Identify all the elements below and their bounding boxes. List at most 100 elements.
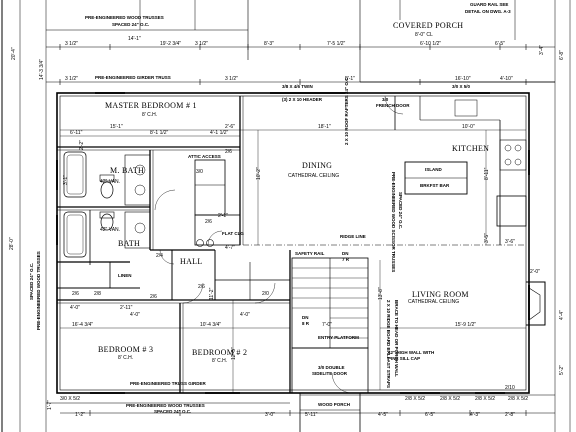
room-bedroom-3: BEDROOM # 3 — [98, 345, 154, 354]
french-door-note: FRENCH DOOR — [376, 103, 410, 108]
dim-2-2: 2'-2" — [79, 140, 85, 150]
dim-2-6: 2'-6" — [225, 124, 235, 130]
dim-6-8: 6'-8" — [559, 50, 565, 60]
dim-4-0: 4'-0" — [70, 305, 80, 311]
dim-5-1: 5'-1" — [345, 76, 355, 82]
dim-2-8-e: 2/8 X 5/2 — [475, 396, 496, 402]
double-door-note-2: SIDELITE DOOR — [312, 371, 348, 376]
dim-2-6-c: 2/6 — [150, 294, 157, 300]
dim-12-5: 12'-5" — [231, 347, 237, 360]
dim-6-11: 6'-11" — [70, 130, 83, 136]
dim-3-1-2-c: 3 1/2" — [65, 76, 78, 82]
brkfst-bar-label: BRKFST BAR — [420, 183, 450, 188]
dim-16-10: 16'-10" — [455, 76, 471, 82]
dim-3-0-c: 3/0 X 5/2 — [60, 396, 81, 402]
master-bedroom-ceiling: 8' C.H. — [142, 112, 158, 118]
girder-truss-top-note: PRE-ENGINEERED GIRDER TRUSS — [95, 75, 171, 80]
dim-3-0-b: 3/0 — [196, 169, 203, 175]
dim-4-3: 4'-3" — [470, 412, 480, 418]
left-trusses-spacing: SPACED 24" O.C. — [29, 262, 34, 300]
dim-14-1: 14'-1" — [128, 36, 141, 42]
dim-19-2: 19'-2 3/4" — [160, 41, 182, 47]
dim-2-4: 2/4 — [156, 253, 163, 259]
left-total-dim: 28'-0" — [9, 237, 15, 250]
dim-4-1-1-2: 4'-1 1/2" — [210, 130, 229, 136]
dim-3-6: 3'-6" — [505, 239, 515, 245]
dim-4-4: 4'-4" — [559, 310, 565, 320]
room-covered-porch: COVERED PORCH — [393, 21, 464, 30]
room-dining: DINING — [302, 161, 333, 170]
guard-rail-note: GUARD RAIL SEE — [470, 2, 509, 7]
dim-2-0: 2'-0" — [530, 269, 540, 275]
dim-4-0-c: 4'-0" — [240, 312, 250, 318]
dim-6-10: 6'-10 1/2" — [420, 41, 442, 47]
dim-2-6-b: 2/6 — [72, 291, 79, 297]
room-living-room: LIVING ROOM — [412, 290, 469, 299]
dim-1-7: 1'-7" — [47, 400, 53, 410]
entry-platform-label: ENTRY PLATFORM — [318, 335, 359, 340]
dim-5-2: 5'-2" — [559, 365, 565, 375]
attic-access-note: ATTIC ACCESS — [188, 154, 221, 159]
girder-truss-bottom-note: PRE-ENGINEERED TRUSS GIRDER — [130, 381, 206, 386]
dim-2-8-f: 2/8 X 5/2 — [508, 396, 529, 402]
dim-2-6-e: 2/6 — [205, 219, 212, 225]
bottom-trusses-spacing: SPACED 24" O.C. — [154, 409, 192, 414]
dim-13-8: 13'-8" — [378, 287, 384, 300]
left-trusses-note: PRE-ENGINEERED WOOD TRUSSES — [36, 251, 41, 330]
dim-11-2: 11'-2" — [209, 287, 215, 300]
room-master-bedroom: MASTER BEDROOM # 1 — [105, 101, 197, 110]
bedroom-2-ceiling: 8' C.H. — [212, 358, 228, 364]
guard-rail-detail-note: DETAIL ON DWG. A-3 — [465, 9, 511, 14]
room-bedroom-2: BEDROOM # 2 — [192, 348, 248, 357]
flat-clg-note: FLAT CLG — [222, 231, 244, 236]
center-trusses-spacing: SPACED 24" O.C. — [398, 192, 403, 230]
dim-7-5: 7'-5 1/2" — [327, 41, 346, 47]
ridge-line-note: RIDGE LINE — [340, 234, 366, 239]
dim-6-5-b: 6'-5" — [425, 412, 435, 418]
room-kitchen: KITCHEN — [452, 144, 490, 153]
dining-ceiling: CATHEDRAL CEILING — [288, 173, 340, 179]
wood-porch-label: WOOD PORCH — [318, 402, 350, 407]
linen-label: LINEN — [118, 273, 132, 278]
slider-door-note: 3/0 X 5/0 — [452, 84, 471, 89]
dim-3-1-2-b: 3 1/2" — [195, 41, 208, 47]
dim-6-5: 6'-5" — [495, 41, 505, 47]
covered-porch-ceiling: 8'-0" CL — [415, 32, 433, 38]
dn-note: DN — [302, 315, 309, 320]
dim-4-0-b: 4'-0" — [130, 312, 140, 318]
dim-1-2: 1'-2" — [75, 412, 85, 418]
hallway-wall-note-2: PINE SILL CAP — [388, 356, 421, 361]
hallway-wall-note: 42" HIGH WALL WITH — [388, 350, 435, 355]
safety-rail-note: SAFETY RAIL — [295, 251, 325, 256]
stair-dn-r-note: 8 R — [302, 321, 310, 326]
dim-5-11: 5'-11" — [305, 412, 318, 418]
right-trusses-note: 2 X 10 RIDGE BOARD BALLAST STRAPS — [386, 300, 391, 389]
dim-15-1: 15'-1" — [110, 124, 123, 130]
dim-10-4: 10'-4 3/4" — [200, 322, 222, 328]
dim-4-7: 4'-7" — [225, 245, 235, 251]
dim-4-10: 4'-10" — [500, 76, 513, 82]
vanity-1: 42" VAN. — [100, 179, 121, 185]
dim-15-9: 15'-9 1/2" — [455, 322, 477, 328]
dim-20-4: 20'-4" — [11, 47, 17, 60]
double-door-note: 3/0 DOUBLE — [318, 365, 345, 370]
dim-2-8-b: 2/8 — [94, 291, 101, 297]
dim-3-1-2-d: 3 1/2" — [225, 76, 238, 82]
dim-8-11: 8'-11" — [484, 167, 490, 180]
dim-2-0-b: 2/0 — [262, 291, 269, 297]
dim-18-1: 18'-1" — [318, 124, 331, 130]
dim-7-0: 7'-0" — [322, 322, 332, 328]
bedroom-3-ceiling: 8' C.H. — [118, 355, 134, 361]
dim-3-1-2-a: 3 1/2" — [65, 41, 78, 47]
top-trusses-spacing: SPACED 24" O.C. — [112, 22, 150, 27]
right-trusses-note-2: BRACE TO HEAD OR PORCH WALL — [394, 300, 399, 377]
bottom-trusses-note: PRE-ENGINEERED WOOD TRUSSES — [126, 403, 205, 408]
dim-8-1-1-2: 8'-1 1/2" — [150, 130, 169, 136]
island-label: ISLAND — [425, 167, 442, 172]
header-note: (3) 2 X 10 HEADER — [282, 97, 323, 102]
room-hall: HALL — [180, 257, 203, 266]
vanity-2: 42" VAN. — [100, 227, 121, 233]
top-trusses-note: PRE-ENGINEERED WOOD TRUSSES — [85, 15, 164, 20]
